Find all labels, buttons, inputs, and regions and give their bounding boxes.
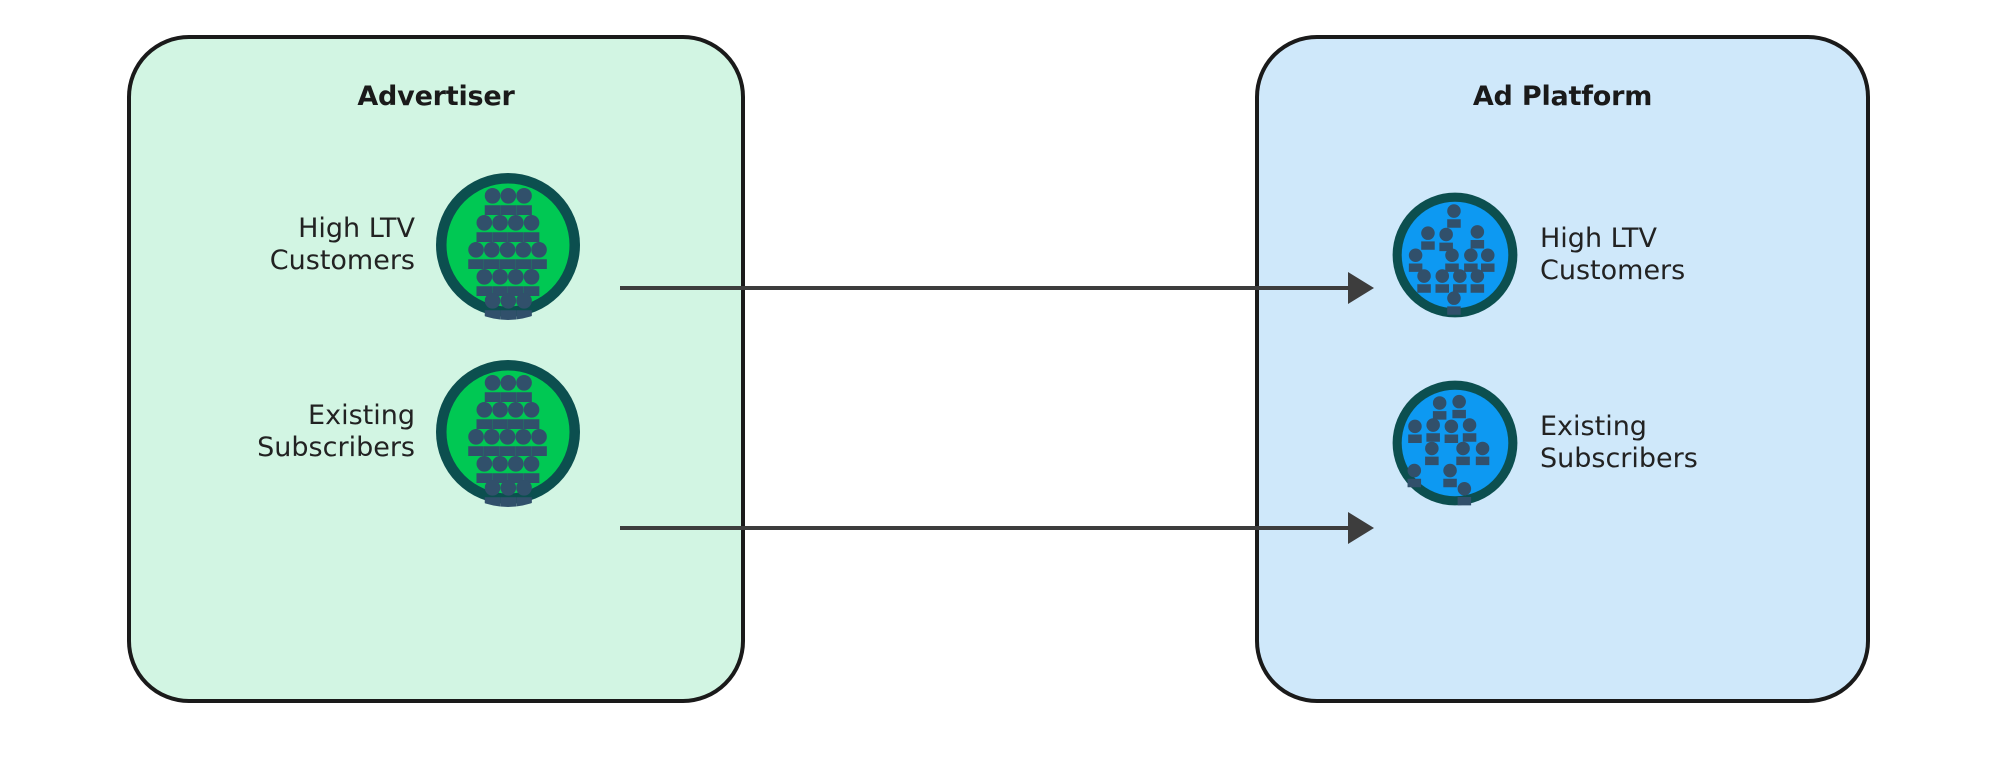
group-advertiser-existing-subscribers: Existing Subscribers (205, 357, 655, 507)
people-crowd-icon (433, 170, 583, 320)
panel-ad-platform: Ad Platform (1255, 35, 1870, 703)
arrow-right-icon-head (1348, 272, 1374, 304)
group-advertiser-high-ltv: High LTV Customers (205, 170, 655, 320)
arrow-right-icon-head (1348, 512, 1374, 544)
label-adplatform-high-ltv: High LTV Customers (1540, 223, 1686, 286)
label-advertiser-high-ltv: High LTV Customers (269, 213, 415, 276)
panel-advertiser: Advertiser (127, 35, 745, 703)
arrow-right-icon (620, 286, 1350, 290)
panel-ad-platform-title: Ad Platform (1472, 81, 1653, 112)
label-adplatform-existing-subscribers: Existing Subscribers (1540, 411, 1698, 474)
label-advertiser-existing-subscribers: Existing Subscribers (257, 400, 415, 463)
group-adplatform-high-ltv: High LTV Customers (1390, 190, 1820, 320)
people-crowd-icon (1390, 378, 1520, 508)
people-crowd-icon (1390, 190, 1520, 320)
panel-advertiser-title: Advertiser (357, 81, 515, 112)
arrow-right-icon (620, 526, 1350, 530)
people-crowd-icon (433, 357, 583, 507)
group-adplatform-existing-subscribers: Existing Subscribers (1390, 378, 1820, 508)
